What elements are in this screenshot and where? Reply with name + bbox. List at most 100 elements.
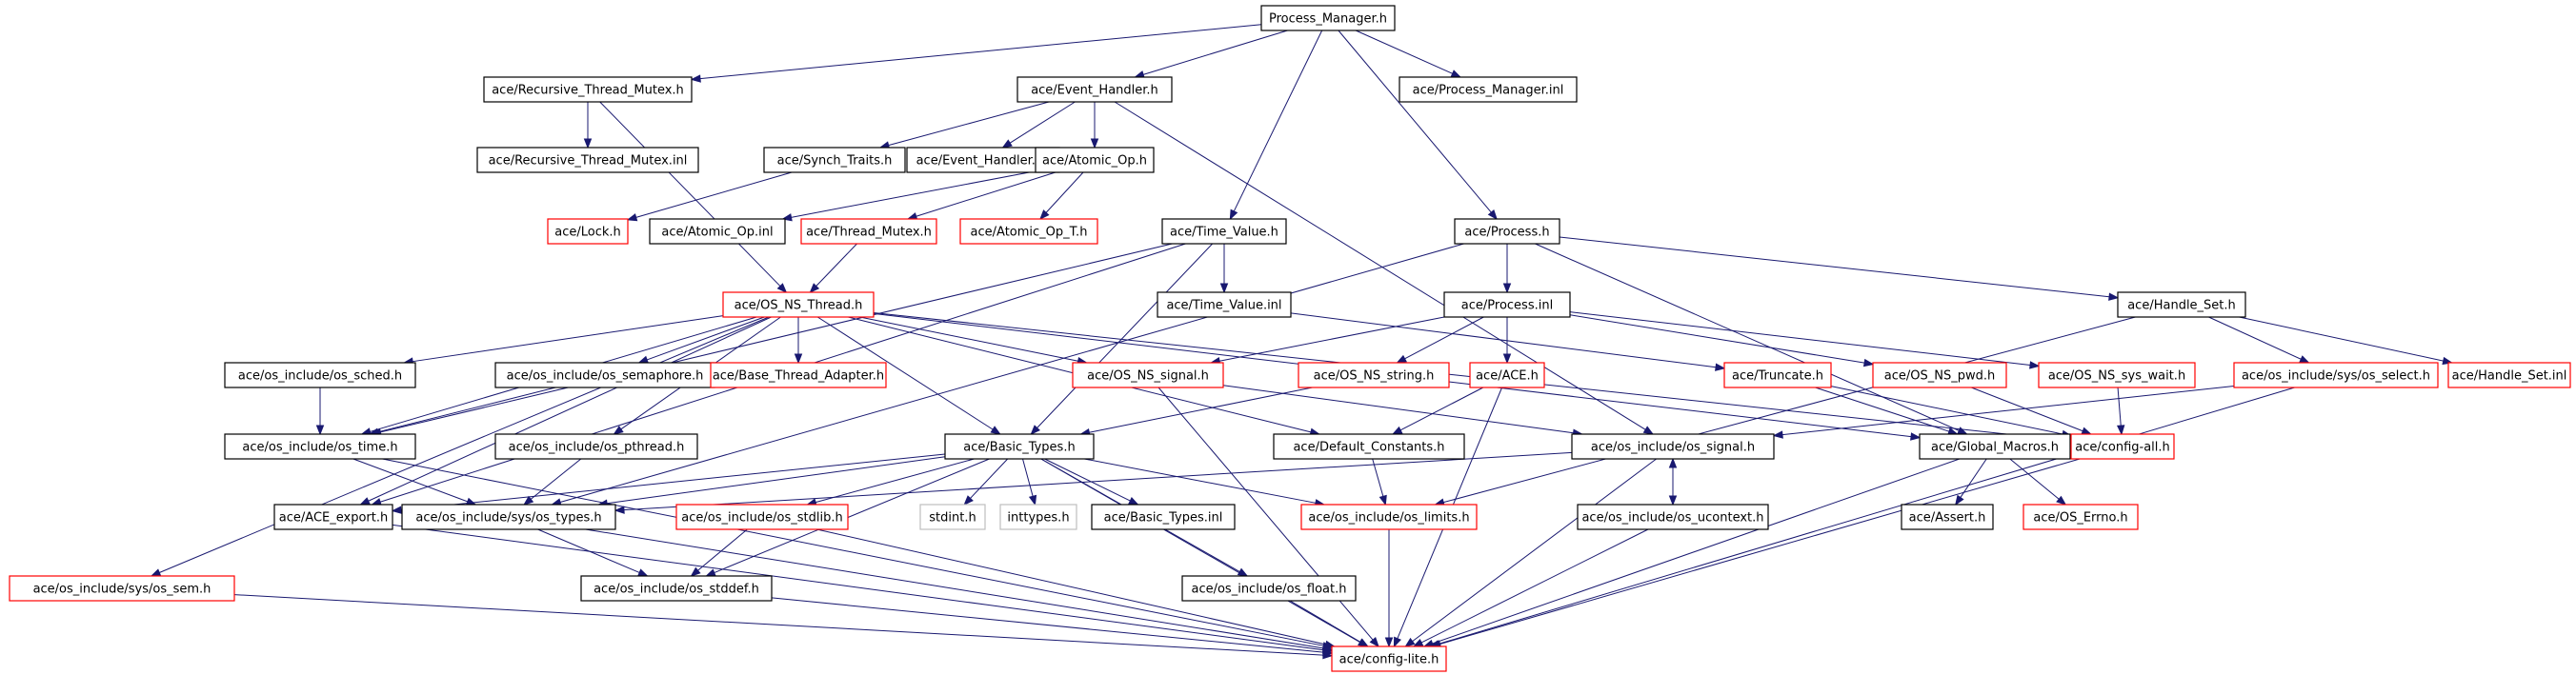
node-pm_inl[interactable]: ace/Process_Manager.inl [1399, 76, 1578, 103]
node-box[interactable] [2447, 362, 2571, 388]
node-box[interactable] [722, 291, 875, 318]
node-clite[interactable]: ace/config-lite.h [1331, 645, 1447, 672]
node-stdlib[interactable]: ace/os_include/os_stdlib.h [675, 504, 849, 530]
node-box[interactable] [2233, 362, 2439, 388]
node-box[interactable] [649, 218, 786, 245]
node-box[interactable] [9, 575, 235, 602]
node-box[interactable] [800, 218, 937, 245]
node-stddef[interactable]: ace/os_include/os_stddef.h [580, 575, 773, 602]
node-gmacros[interactable]: ace/Global_Macros.h [1919, 433, 2071, 460]
node-btypes[interactable]: ace/Basic_Types.h [944, 433, 1095, 460]
node-box[interactable] [494, 433, 698, 460]
node-box[interactable] [1091, 504, 1236, 530]
node-box[interactable] [710, 362, 887, 388]
node-box[interactable] [1273, 433, 1465, 460]
node-box[interactable] [476, 147, 699, 173]
node-float[interactable]: ace/os_include/os_float.h [1181, 575, 1357, 602]
node-box[interactable] [401, 504, 616, 530]
node-rtm_inl[interactable]: ace/Recursive_Thread_Mutex.inl [476, 147, 699, 173]
node-box[interactable] [1260, 5, 1396, 31]
node-ossignal[interactable]: ace/os_include/os_signal.h [1571, 433, 1775, 460]
node-box[interactable] [675, 504, 849, 530]
node-signal_h[interactable]: ace/OS_NS_signal.h [1072, 362, 1224, 388]
node-box[interactable] [1399, 76, 1578, 103]
node-box[interactable] [1571, 433, 1775, 460]
node-string_h[interactable]: ace/OS_NS_string.h [1298, 362, 1450, 388]
node-box[interactable] [1723, 362, 1832, 388]
node-box[interactable] [1298, 362, 1450, 388]
node-hset_inl[interactable]: ace/Handle_Set.inl [2447, 362, 2571, 388]
node-osthread[interactable]: ace/OS_NS_Thread.h [722, 291, 875, 318]
node-configall[interactable]: ace/config-all.h [2070, 433, 2175, 460]
node-box[interactable] [1016, 76, 1173, 103]
node-aop_inl[interactable]: ace/Atomic_Op.inl [649, 218, 786, 245]
node-box[interactable] [1035, 147, 1155, 173]
node-box[interactable] [2038, 362, 2196, 388]
node-aopt[interactable]: ace/Atomic_Op_T.h [959, 218, 1098, 245]
node-box[interactable] [944, 433, 1095, 460]
node-box[interactable] [1300, 504, 1478, 530]
node-box[interactable] [1469, 362, 1545, 388]
node-assert[interactable]: ace/Assert.h [1901, 504, 1994, 530]
node-box[interactable] [959, 218, 1098, 245]
node-box[interactable] [547, 218, 629, 245]
node-tv_h[interactable]: ace/Time_Value.h [1161, 218, 1287, 245]
node-eh_h[interactable]: ace/Event_Handler.h [1016, 76, 1173, 103]
node-box[interactable] [1331, 645, 1447, 672]
node-box[interactable] [2117, 291, 2246, 318]
node-proc_h[interactable]: ace/Process.h [1454, 218, 1560, 245]
node-box[interactable] [1454, 218, 1560, 245]
node-pm_h[interactable]: Process_Manager.h [1260, 5, 1396, 31]
node-aop_h[interactable]: ace/Atomic_Op.h [1035, 147, 1155, 173]
node-box[interactable] [763, 147, 906, 173]
node-select[interactable]: ace/os_include/sys/os_select.h [2233, 362, 2439, 388]
node-syssem[interactable]: ace/os_include/sys/os_sem.h [9, 575, 235, 602]
node-ostime[interactable]: ace/os_include/os_time.h [224, 433, 416, 460]
node-box[interactable] [1157, 291, 1292, 318]
node-synch[interactable]: ace/Synch_Traits.h [763, 147, 906, 173]
node-box[interactable] [2023, 504, 2139, 530]
node-tmutex[interactable]: ace/Thread_Mutex.h [800, 218, 937, 245]
node-defconst[interactable]: ace/Default_Constants.h [1273, 433, 1465, 460]
node-proc_inl[interactable]: ace/Process.inl [1443, 291, 1571, 318]
node-box[interactable] [1901, 504, 1994, 530]
node-hset[interactable]: ace/Handle_Set.h [2117, 291, 2246, 318]
node-inttypes[interactable]: inttypes.h [999, 504, 1077, 530]
node-box[interactable] [224, 362, 416, 388]
node-rtm_h[interactable]: ace/Recursive_Thread_Mutex.h [483, 76, 693, 103]
node-export[interactable]: ace/ACE_export.h [273, 504, 393, 530]
node-box[interactable] [1181, 575, 1357, 602]
node-lock[interactable]: ace/Lock.h [547, 218, 629, 245]
node-sema[interactable]: ace/os_include/os_semaphore.h [494, 362, 715, 388]
node-eh_inl[interactable]: ace/Event_Handler.inl [906, 147, 1060, 173]
node-box[interactable] [919, 504, 986, 530]
node-box[interactable] [224, 433, 416, 460]
node-box[interactable] [2070, 433, 2175, 460]
node-box[interactable] [906, 147, 1060, 173]
node-limits[interactable]: ace/os_include/os_limits.h [1300, 504, 1478, 530]
node-errno[interactable]: ace/OS_Errno.h [2023, 504, 2139, 530]
node-box[interactable] [1872, 362, 2007, 388]
node-systypes[interactable]: ace/os_include/sys/os_types.h [401, 504, 616, 530]
node-stdint[interactable]: stdint.h [919, 504, 986, 530]
node-ucontext[interactable]: ace/os_include/os_ucontext.h [1577, 504, 1769, 530]
node-box[interactable] [1443, 291, 1571, 318]
node-box[interactable] [483, 76, 693, 103]
node-bt_inl[interactable]: ace/Basic_Types.inl [1091, 504, 1236, 530]
node-pwd[interactable]: ace/OS_NS_pwd.h [1872, 362, 2007, 388]
node-box[interactable] [273, 504, 393, 530]
node-sched[interactable]: ace/os_include/os_sched.h [224, 362, 416, 388]
node-ace_h[interactable]: ace/ACE.h [1469, 362, 1545, 388]
node-box[interactable] [1161, 218, 1287, 245]
node-bta[interactable]: ace/Base_Thread_Adapter.h [710, 362, 887, 388]
node-pthread[interactable]: ace/os_include/os_pthread.h [494, 433, 698, 460]
node-box[interactable] [494, 362, 715, 388]
node-box[interactable] [999, 504, 1077, 530]
node-tv_inl[interactable]: ace/Time_Value.inl [1157, 291, 1292, 318]
node-syswait[interactable]: ace/OS_NS_sys_wait.h [2038, 362, 2196, 388]
node-trunc[interactable]: ace/Truncate.h [1723, 362, 1832, 388]
node-box[interactable] [1577, 504, 1769, 530]
node-box[interactable] [580, 575, 773, 602]
node-box[interactable] [1919, 433, 2071, 460]
node-box[interactable] [1072, 362, 1224, 388]
